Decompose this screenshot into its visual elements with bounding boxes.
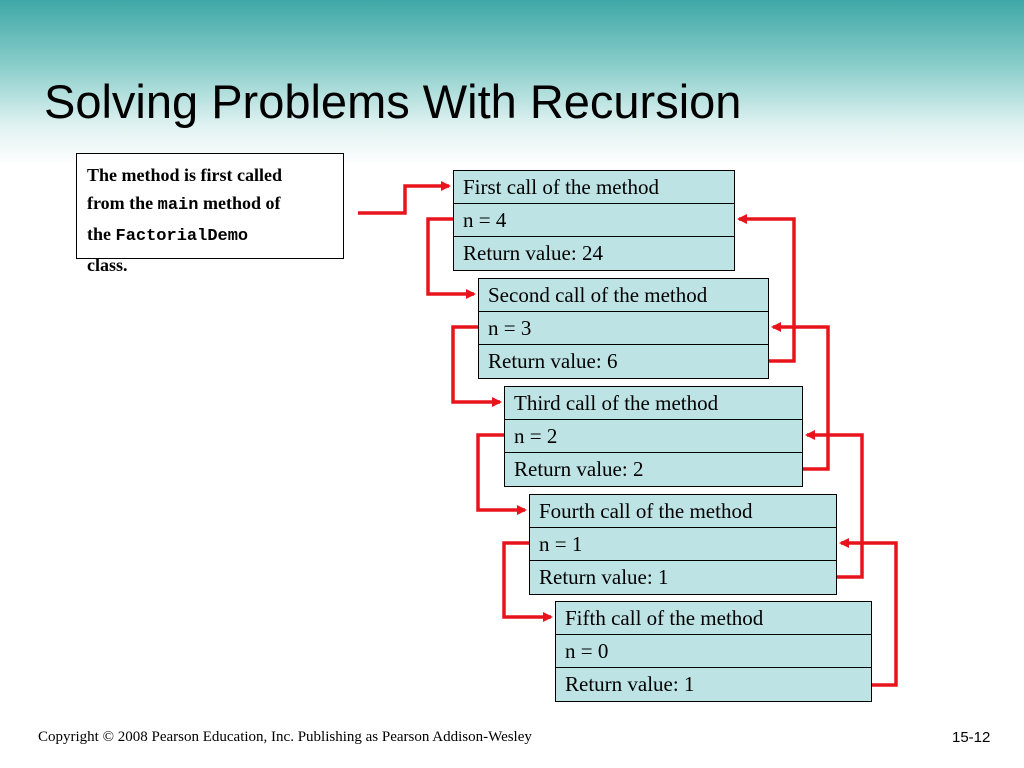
call-frame-4: Fourth call of the method n = 1 Return v…	[529, 494, 837, 595]
frame-n-value: n = 0	[556, 635, 871, 668]
note-text: from the	[87, 193, 158, 213]
call-frame-3: Third call of the method n = 2 Return va…	[504, 386, 803, 487]
intro-note-box: The method is first called from the main…	[76, 153, 344, 275]
frame-return-value: Return value: 1	[565, 672, 695, 696]
call-arrow-4	[502, 541, 553, 622]
frame-call-label: First call of the method	[454, 171, 734, 204]
slide-title: Solving Problems With Recursion	[44, 75, 742, 128]
call-frame-2: Second call of the method n = 3 Return v…	[478, 278, 769, 379]
page-number: 15-12	[952, 729, 991, 746]
footer-copyright: Copyright © 2008 Pearson Education, Inc.…	[38, 729, 532, 745]
frame-return-value: Return value: 2	[514, 457, 644, 481]
note-line-4: class.	[87, 255, 128, 275]
frame-n-value: n = 4	[454, 204, 734, 237]
frame-call-label: Fourth call of the method	[530, 495, 836, 528]
frame-return-value: Return value: 6	[488, 349, 618, 373]
call-arrow-1	[426, 217, 476, 299]
call-frame-1: First call of the method n = 4 Return va…	[453, 170, 735, 271]
frame-n-value: n = 3	[479, 312, 768, 345]
frame-n-value: n = 2	[505, 420, 802, 453]
call-arrow-2	[451, 325, 502, 407]
call-arrow-3	[476, 433, 527, 515]
return-arrow-3	[771, 322, 830, 471]
note-text: the	[87, 224, 116, 244]
frame-call-label: Fifth call of the method	[556, 602, 871, 635]
frame-return-value: Return value: 1	[539, 565, 669, 589]
note-line-1: The method is first called	[87, 165, 282, 185]
frame-return-value: Return value: 24	[463, 241, 603, 265]
note-line-2: from the main method of	[87, 189, 337, 220]
return-arrow-2	[737, 214, 796, 363]
return-arrow-5	[839, 538, 898, 687]
call-frame-5: Fifth call of the method n = 0 Return va…	[555, 601, 872, 702]
note-code-class: FactorialDemo	[115, 227, 249, 246]
note-line-3: the FactorialDemo	[87, 220, 337, 251]
frame-n-value: n = 1	[530, 528, 836, 561]
call-arrow-main	[358, 181, 451, 215]
return-arrow-4	[805, 430, 864, 579]
note-text: method of	[198, 193, 281, 213]
note-code-main: main	[157, 196, 199, 215]
frame-call-label: Second call of the method	[479, 279, 768, 312]
frame-call-label: Third call of the method	[505, 387, 802, 420]
